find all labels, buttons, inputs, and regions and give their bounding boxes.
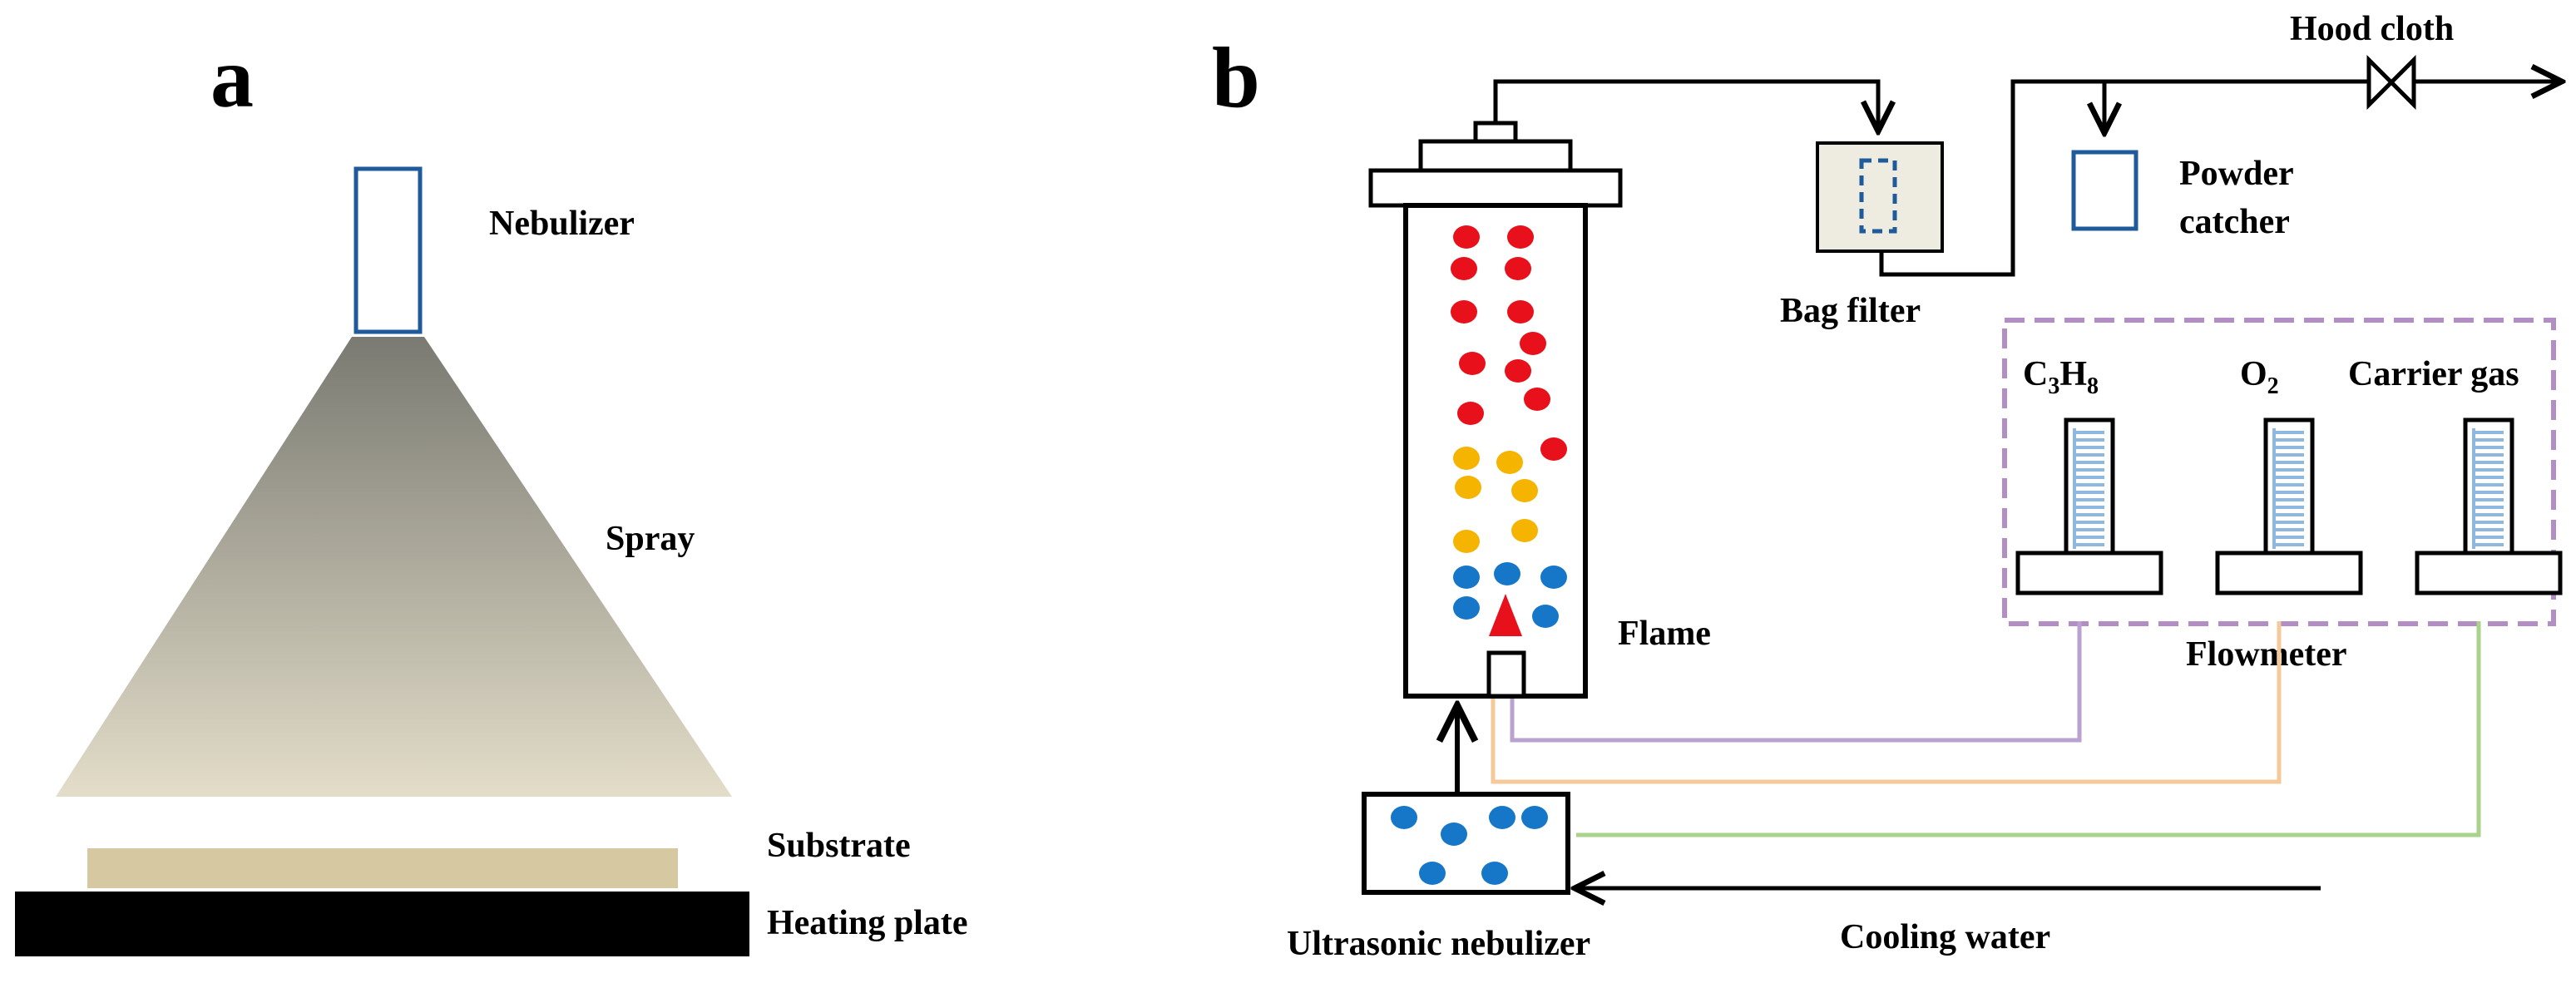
substrate-label: Substrate bbox=[767, 827, 911, 865]
o2-label: O2 bbox=[2240, 355, 2279, 399]
flowmeter-label: Flowmeter bbox=[2186, 635, 2347, 674]
flowmeter-o2 bbox=[2215, 417, 2363, 595]
flame-label: Flame bbox=[1618, 615, 1711, 653]
particle-blue bbox=[1453, 566, 1480, 589]
heating-plate bbox=[15, 892, 749, 956]
cooling-water-label: Cooling water bbox=[1840, 918, 2050, 956]
nebulizer-droplet bbox=[1419, 862, 1446, 885]
flame-triangle bbox=[1489, 594, 1522, 636]
nebulizer-droplet bbox=[1481, 862, 1508, 885]
particle-red bbox=[1457, 402, 1484, 425]
filter-to-hood-pipe bbox=[1879, 79, 2375, 277]
particle-blue bbox=[1453, 596, 1480, 620]
particle-yellow bbox=[1496, 451, 1523, 474]
flowmeter-base bbox=[2215, 551, 2363, 595]
carrier-gas-label: Carrier gas bbox=[2348, 355, 2519, 393]
particle-red bbox=[1459, 352, 1486, 375]
panel-a-letter: a bbox=[210, 30, 254, 126]
heating-plate-label: Heating plate bbox=[767, 904, 967, 942]
hood-cloth-label: Hood cloth bbox=[2290, 10, 2454, 48]
particle-yellow bbox=[1455, 476, 1481, 499]
nebulizer-droplet bbox=[1441, 822, 1467, 846]
panel-a: a Nebulizer Spray Substrate Heating plat… bbox=[15, 30, 967, 956]
bag-filter-label: Bag filter bbox=[1780, 292, 1921, 330]
flowmeter-base bbox=[2415, 551, 2563, 595]
reactor-lid-cap bbox=[1418, 139, 1573, 173]
particle-red bbox=[1524, 388, 1550, 411]
particle-yellow bbox=[1453, 447, 1480, 470]
bag-filter-element bbox=[1859, 158, 1897, 234]
nebulizer-label: Nebulizer bbox=[489, 205, 635, 243]
nebulizer-box bbox=[354, 166, 423, 334]
ultrasonic-nebulizer-label: Ultrasonic nebulizer bbox=[1287, 925, 1590, 963]
powder-catcher-box bbox=[2071, 150, 2138, 231]
panel-b: b Flame Bag filter Hood cloth bbox=[1212, 10, 2562, 963]
particle-red bbox=[1507, 225, 1534, 249]
particle-red bbox=[1505, 257, 1531, 280]
panel-b-letter: b bbox=[1212, 30, 1260, 126]
powder-catcher-label-line1: Powder bbox=[2179, 155, 2294, 193]
particle-blue bbox=[1540, 566, 1567, 589]
particle-red bbox=[1453, 225, 1480, 249]
particle-red bbox=[1540, 437, 1567, 461]
spray-label: Spray bbox=[606, 520, 695, 558]
particles-group bbox=[1451, 225, 1567, 628]
flowmeter-c3h8 bbox=[2015, 417, 2163, 595]
c3h8-feed-line bbox=[1510, 621, 2082, 743]
substrate bbox=[87, 848, 678, 888]
flowmeters-group bbox=[2015, 417, 2563, 595]
o2-feed-line bbox=[1491, 621, 2282, 784]
exhaust-pipe bbox=[1493, 79, 1878, 131]
particle-blue bbox=[1532, 605, 1559, 628]
particle-red bbox=[1507, 300, 1534, 324]
carrier-gas-feed-line bbox=[1576, 621, 2481, 837]
particle-yellow bbox=[1511, 519, 1538, 542]
c3h8-label: C3H8 bbox=[2023, 355, 2099, 399]
nebulizer-droplet bbox=[1489, 806, 1515, 829]
hood-cloth-valve bbox=[2366, 54, 2416, 111]
spray-cone bbox=[56, 337, 732, 797]
reactor-lid-knob bbox=[1473, 121, 1518, 144]
particle-red bbox=[1520, 332, 1546, 355]
nebulizer-particles-group bbox=[1391, 806, 1548, 885]
reactor-lid-flange bbox=[1368, 168, 1623, 208]
particle-yellow bbox=[1511, 479, 1538, 502]
particle-red bbox=[1451, 257, 1477, 280]
particle-red bbox=[1505, 359, 1531, 383]
particle-blue bbox=[1494, 562, 1520, 585]
particle-yellow bbox=[1453, 530, 1480, 553]
burner-nozzle bbox=[1486, 650, 1526, 699]
powder-catcher-label-line2: catcher bbox=[2179, 203, 2290, 241]
flowmeter-base bbox=[2015, 551, 2163, 595]
nebulizer-droplet bbox=[1521, 806, 1548, 829]
flowmeter-carrier-gas bbox=[2415, 417, 2563, 595]
nebulizer-droplet bbox=[1391, 806, 1417, 829]
particle-red bbox=[1451, 300, 1477, 324]
